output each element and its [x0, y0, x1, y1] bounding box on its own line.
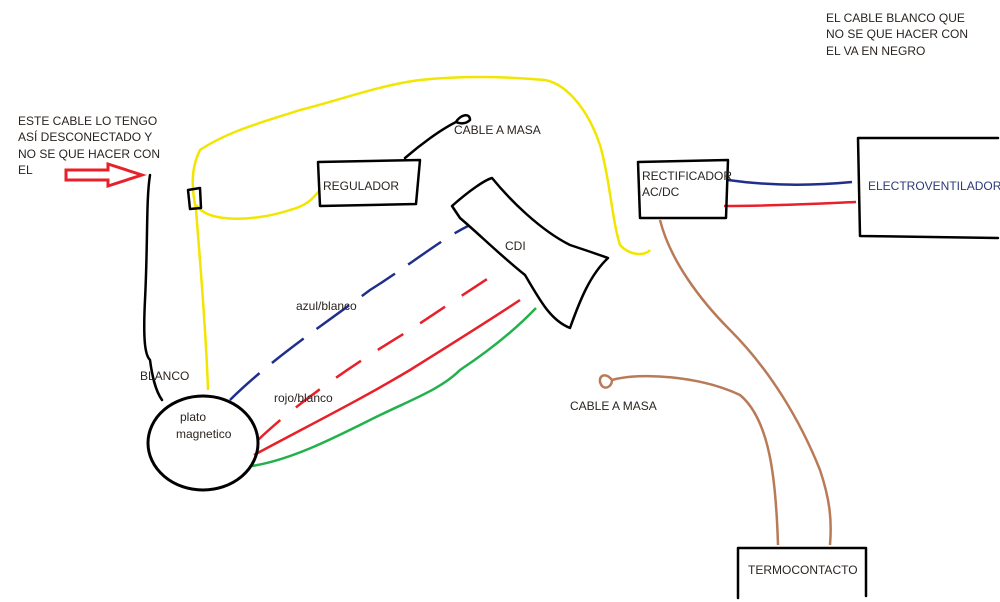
- blue-wire-azul-blanco: [229, 224, 469, 401]
- red-arrow-icon: [64, 161, 147, 189]
- termocontacto-box[interactable]: [736, 546, 868, 600]
- cable-masa-bottom-label: CABLE A MASA: [570, 399, 657, 413]
- brown-wire-2: [598, 374, 780, 546]
- regulador-box[interactable]: [316, 158, 422, 208]
- red-wire-rectificador: [723, 200, 857, 208]
- left-note-line-3: NO SE QUE HACER CON: [18, 147, 160, 161]
- rojo-blanco-label: rojo/blanco: [274, 391, 333, 405]
- regulador-label: REGULADOR: [323, 179, 399, 193]
- cable-masa-top-label: CABLE A MASA: [454, 123, 541, 137]
- rectificador-label-1: RECTIFICADOR: [642, 169, 732, 183]
- electroventilador-label: ELECTROVENTILADOR: [868, 179, 1000, 193]
- plato-magnetico-circle[interactable]: [146, 394, 260, 492]
- brown-wire-1: [658, 219, 832, 546]
- connector: [186, 186, 203, 211]
- plato-label-2: magnetico: [176, 427, 232, 441]
- azul-blanco-label: azul/blanco: [296, 299, 357, 313]
- rectificador-label-2: AC/DC: [642, 185, 680, 199]
- cdi-box[interactable]: [450, 176, 610, 330]
- electroventilador-box[interactable]: [856, 136, 1000, 240]
- green-wire: [251, 307, 537, 468]
- blue-wire-rectificador: [727, 178, 853, 187]
- left-note-line-4: EL: [18, 163, 33, 177]
- rectificador-box[interactable]: [636, 158, 730, 220]
- blanco-wire: [142, 173, 164, 402]
- plato-label-1: plato: [180, 410, 206, 424]
- yellow-wire: [191, 75, 651, 391]
- top-right-note-line-2: NO SE QUE HACER CON: [826, 27, 968, 41]
- top-right-note-line-3: EL VA EN NEGRO: [826, 44, 925, 58]
- ground-wire-regulador: [403, 114, 472, 160]
- red-wire-dashed: [257, 270, 499, 441]
- cdi-label: CDI: [505, 239, 526, 253]
- left-note-line-2: ASÍ DESCONECTADO Y: [18, 129, 152, 144]
- termocontacto-label: TERMOCONTACTO: [748, 563, 858, 577]
- red-wire-solid: [253, 298, 521, 457]
- blanco-label: BLANCO: [140, 369, 189, 383]
- top-right-note-line-1: EL CABLE BLANCO QUE: [826, 11, 965, 25]
- left-note-line-1: ESTE CABLE LO TENGO: [18, 114, 157, 128]
